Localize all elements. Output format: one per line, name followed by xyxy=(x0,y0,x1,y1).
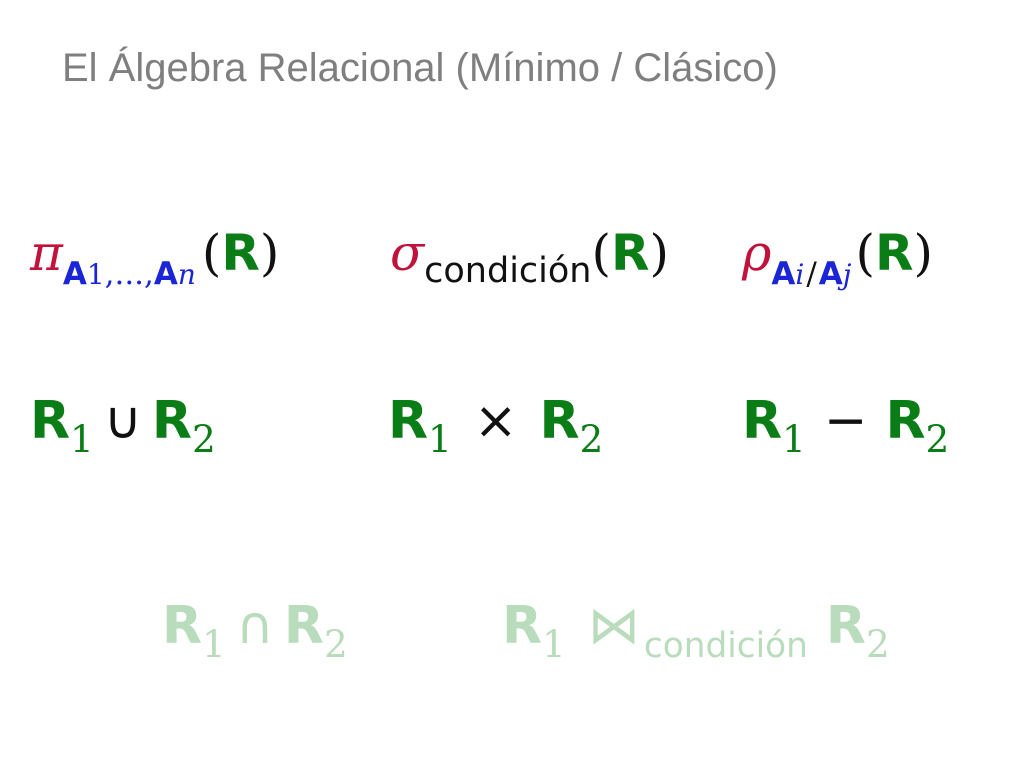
rename-attributes: Ai/Aj xyxy=(771,256,852,292)
product-left-relation: R xyxy=(388,391,429,451)
rename-relation: R xyxy=(874,224,914,282)
product-formula: R1×R2 xyxy=(388,391,604,461)
difference-operator: − xyxy=(823,391,868,451)
join-right-relation: R xyxy=(825,596,866,656)
selection-formula: σcondición(R) xyxy=(390,224,670,291)
product-right-relation: R xyxy=(539,391,580,451)
join-operator: ⋈ xyxy=(587,596,640,656)
product-operator: × xyxy=(473,391,518,451)
rename-symbol: ρ xyxy=(742,224,772,282)
intersection-operator: ∩ xyxy=(235,596,274,656)
projection-symbol: π xyxy=(30,224,63,282)
projection-attributes: A1,...,An xyxy=(62,256,196,292)
join-left-relation: R xyxy=(502,596,543,656)
union-formula: R1∪R2 xyxy=(30,391,216,461)
intersection-right-relation: R xyxy=(283,596,324,656)
intersection-left-relation: R xyxy=(162,596,203,656)
rename-formula: ρAi/Aj(R) xyxy=(742,224,933,292)
difference-right-relation: R xyxy=(885,391,926,451)
projection-relation: R xyxy=(221,224,260,282)
selection-condition: condición xyxy=(424,251,592,291)
union-left-relation: R xyxy=(30,391,71,451)
selection-relation: R xyxy=(611,224,650,282)
intersection-formula: R1∩R2 xyxy=(162,596,348,666)
projection-formula: πA1,...,An(R) xyxy=(30,224,280,292)
join-condition: condición xyxy=(643,626,808,666)
union-operator: ∪ xyxy=(103,391,142,451)
union-right-relation: R xyxy=(151,391,192,451)
difference-formula: R1−R2 xyxy=(742,391,950,461)
selection-symbol: σ xyxy=(390,224,425,282)
difference-left-relation: R xyxy=(742,391,783,451)
slide-title: El Álgebra Relacional (Mínimo / Clásico) xyxy=(62,46,778,90)
